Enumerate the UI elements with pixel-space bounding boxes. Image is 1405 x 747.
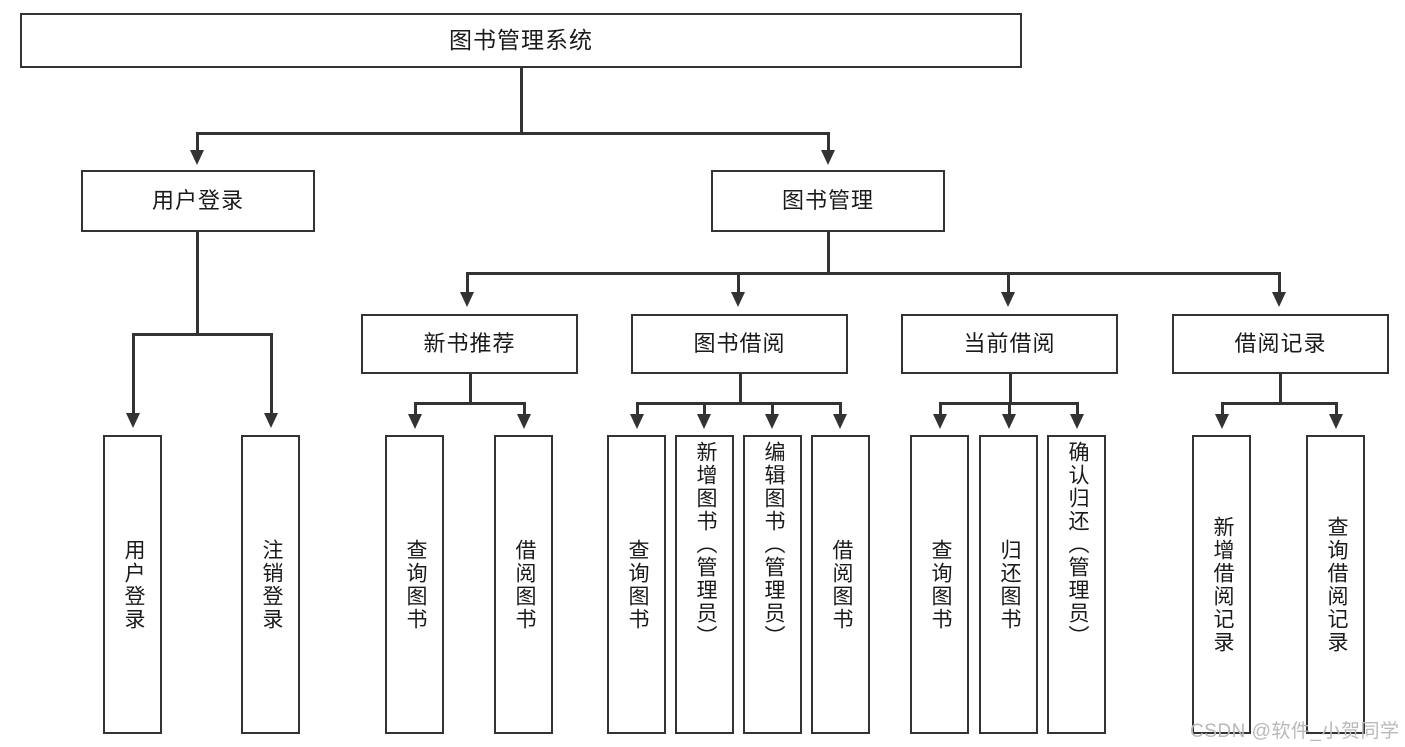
leaf-label: 查询图书 <box>403 538 427 631</box>
node-user-login[interactable]: 用户登录 <box>81 170 315 232</box>
node-borrow-record[interactable]: 借阅记录 <box>1172 314 1389 374</box>
arrowhead-book-mgmt <box>821 150 835 165</box>
connector-book-borrow-child-4 <box>839 402 842 418</box>
connector-new-book-stem <box>469 374 472 404</box>
node-label: 图书管理 <box>781 187 874 213</box>
watermark-text: CSDN @软件_小贺同学 <box>1190 721 1400 742</box>
node-book-borrow[interactable]: 图书借阅 <box>631 314 848 374</box>
arrowhead-user-login-child-2 <box>264 413 278 428</box>
connector-user-login-stem <box>196 232 199 335</box>
connector-book-borrow-child-1 <box>636 402 639 418</box>
leaf-label: 确认归还（管理员） <box>1065 441 1089 648</box>
leaf-label: 编辑图书（管理员） <box>761 441 785 648</box>
connector-borrow-record-child-2 <box>1335 402 1338 418</box>
connector-to-current-borrow <box>1007 272 1010 296</box>
leaf-label: 借阅图书 <box>829 538 853 631</box>
node-label: 新书推荐 <box>423 330 516 356</box>
leaf-query-book-current[interactable]: 查询图书 <box>910 435 969 734</box>
leaf-borrow-book-new[interactable]: 借阅图书 <box>494 435 553 734</box>
connector-user-login-bus <box>133 333 272 336</box>
connector-current-borrow-child-3 <box>1076 402 1079 418</box>
arrowhead-book-borrow-child-1 <box>630 414 644 429</box>
connector-to-new-book <box>466 272 469 296</box>
connector-root-bus <box>197 132 828 135</box>
leaf-query-book[interactable]: 查询图书 <box>607 435 666 734</box>
connector-borrow-record-child-1 <box>1221 402 1224 418</box>
leaf-query-borrow-record[interactable]: 查询借阅记录 <box>1306 435 1365 734</box>
node-label: 图书借阅 <box>693 330 786 356</box>
arrowhead-current-borrow-child-2 <box>1002 414 1016 429</box>
connector-book-borrow-stem <box>739 374 742 404</box>
connector-book-borrow-child-3 <box>771 402 774 418</box>
arrowhead-borrow-book <box>731 292 745 307</box>
connector-new-book-child-1 <box>414 402 417 418</box>
arrowhead-current-borrow <box>1001 292 1015 307</box>
node-book-management[interactable]: 图书管理 <box>711 170 945 232</box>
connector-book-mgmt-bus <box>467 272 1281 275</box>
arrowhead-borrow-record-child-1 <box>1215 414 1229 429</box>
leaf-edit-book-admin[interactable]: 编辑图书（管理员） <box>743 435 802 734</box>
leaf-borrow-book[interactable]: 借阅图书 <box>811 435 870 734</box>
arrowhead-book-borrow-child-2 <box>697 414 711 429</box>
arrowhead-book-borrow-child-4 <box>833 414 847 429</box>
node-root-system[interactable]: 图书管理系统 <box>20 13 1022 68</box>
arrowhead-current-borrow-child-1 <box>933 414 947 429</box>
leaf-label: 查询图书 <box>928 538 952 631</box>
arrowhead-borrow-record-child-2 <box>1329 414 1343 429</box>
connector-to-borrow-record <box>1278 272 1281 296</box>
connector-book-borrow-child-2 <box>703 402 706 418</box>
node-label: 借阅记录 <box>1234 330 1327 356</box>
arrowhead-new-book-child-1 <box>408 414 422 429</box>
node-current-borrow[interactable]: 当前借阅 <box>901 314 1118 374</box>
connector-current-borrow-stem <box>1009 374 1012 404</box>
connector-to-user-login <box>196 132 199 156</box>
connector-user-login-child-2 <box>270 333 273 418</box>
leaf-label: 归还图书 <box>997 538 1021 631</box>
connector-to-borrow-book <box>737 272 740 296</box>
arrowhead-user-login <box>190 150 204 165</box>
arrowhead-book-borrow-child-3 <box>765 414 779 429</box>
arrowhead-borrow-record <box>1272 292 1286 307</box>
leaf-user-login[interactable]: 用户登录 <box>103 435 162 734</box>
leaf-label: 借阅图书 <box>512 538 536 631</box>
connector-new-book-child-2 <box>523 402 526 418</box>
connector-borrow-record-bus <box>1222 402 1337 405</box>
arrowhead-user-login-child-1 <box>126 413 140 428</box>
leaf-label: 新增借阅记录 <box>1210 515 1234 654</box>
connector-user-login-child-1 <box>132 333 135 418</box>
connector-borrow-record-stem <box>1279 374 1282 404</box>
arrowhead-current-borrow-child-3 <box>1070 414 1084 429</box>
leaf-logout[interactable]: 注销登录 <box>241 435 300 734</box>
node-new-book-recommend[interactable]: 新书推荐 <box>361 314 578 374</box>
connector-current-borrow-child-2 <box>1008 402 1011 418</box>
node-label: 图书管理系统 <box>449 26 593 53</box>
leaf-return-book[interactable]: 归还图书 <box>979 435 1038 734</box>
connector-new-book-bus <box>415 402 525 405</box>
arrowhead-new-book-child-2 <box>517 414 531 429</box>
leaf-confirm-return-admin[interactable]: 确认归还（管理员） <box>1047 435 1106 734</box>
connector-current-borrow-child-1 <box>939 402 942 418</box>
connector-book-borrow-bus <box>637 402 842 405</box>
leaf-add-book-admin[interactable]: 新增图书（管理员） <box>675 435 734 734</box>
connector-book-mgmt-stem <box>827 232 830 274</box>
leaf-add-borrow-record[interactable]: 新增借阅记录 <box>1192 435 1251 734</box>
connector-to-book-mgmt <box>827 132 830 156</box>
leaf-label: 新增图书（管理员） <box>693 441 717 648</box>
node-label: 用户登录 <box>151 187 244 213</box>
arrowhead-new-book <box>460 292 474 307</box>
leaf-label: 注销登录 <box>259 538 283 631</box>
leaf-label: 查询图书 <box>625 538 649 631</box>
leaf-label: 查询借阅记录 <box>1324 515 1348 654</box>
node-label: 当前借阅 <box>963 330 1056 356</box>
leaf-label: 用户登录 <box>121 538 145 631</box>
leaf-query-book-new[interactable]: 查询图书 <box>385 435 444 734</box>
connector-root-stem <box>520 68 523 134</box>
